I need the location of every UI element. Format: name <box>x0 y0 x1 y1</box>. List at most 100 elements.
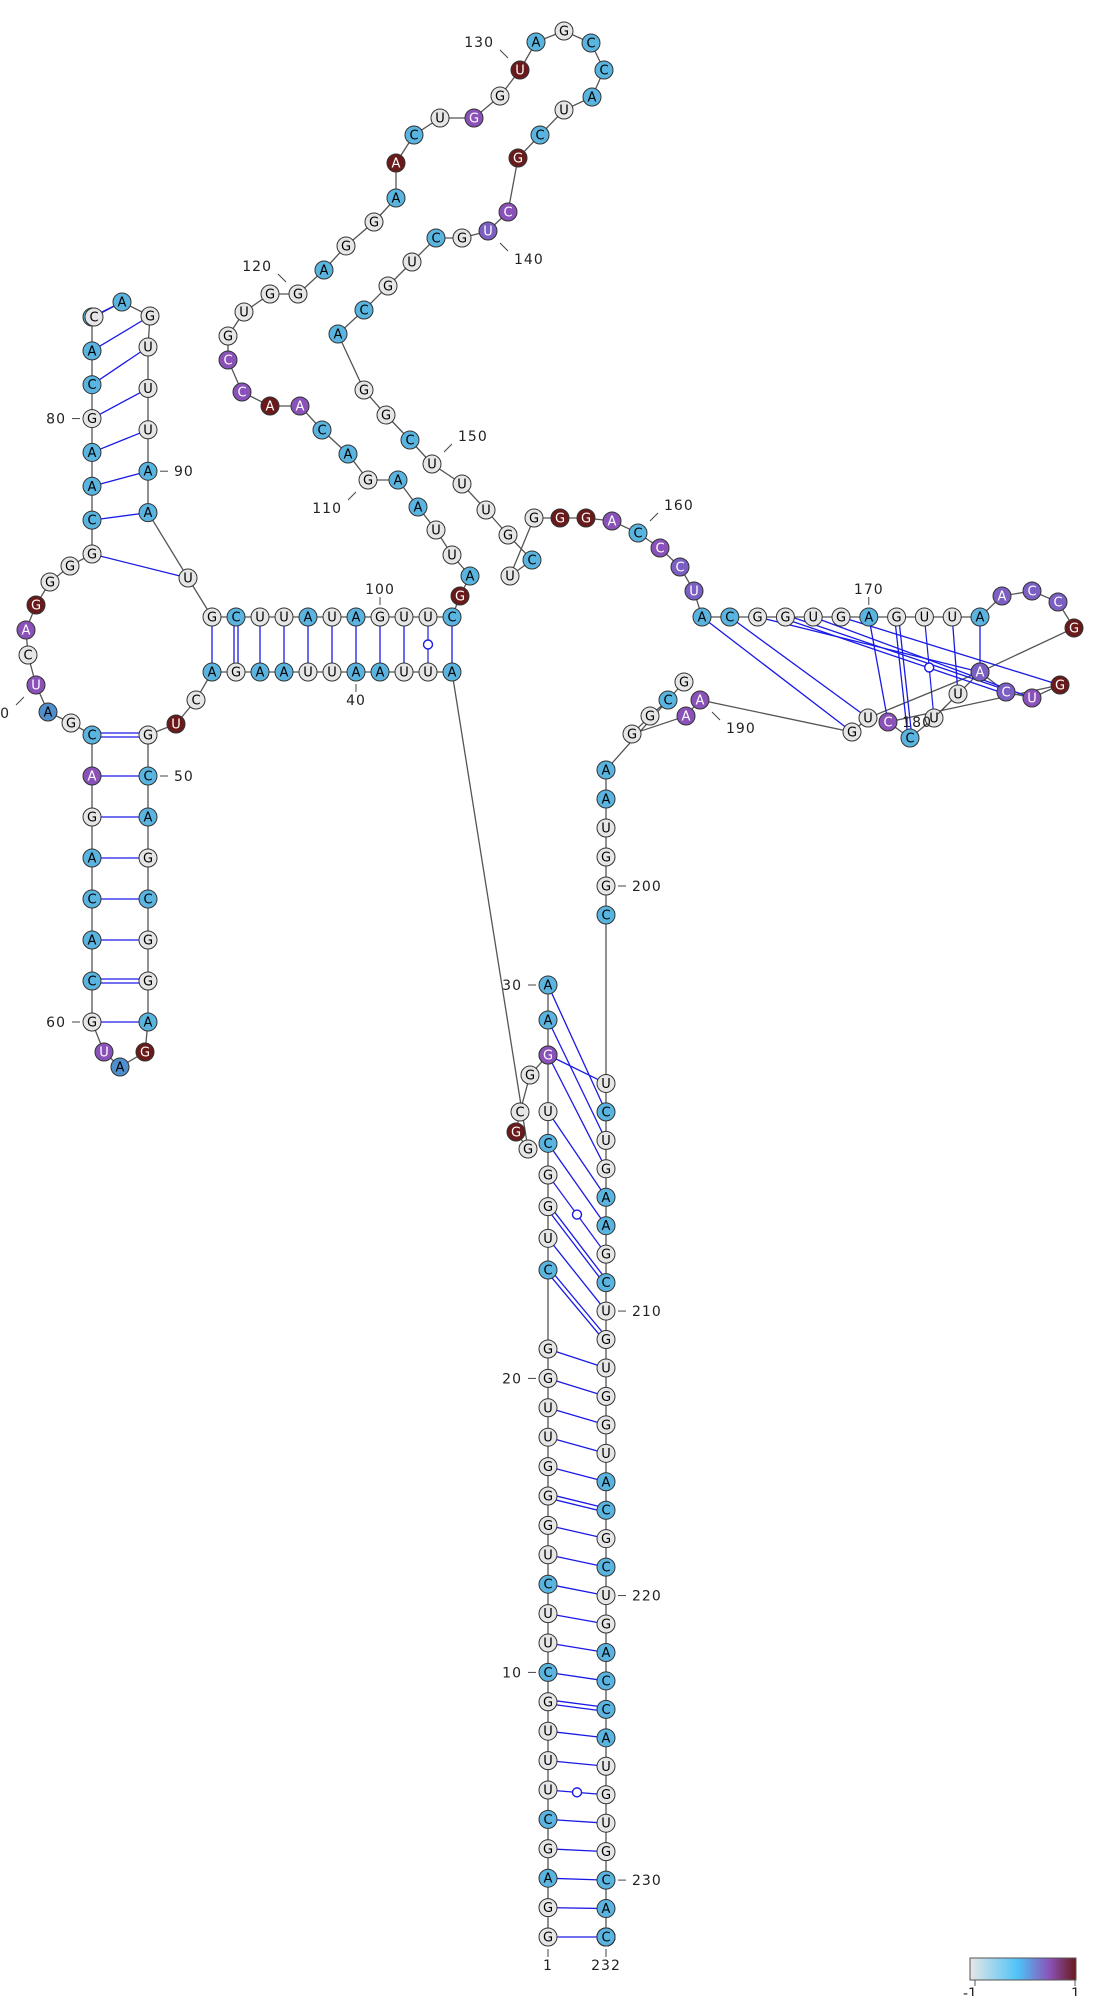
nucleotide-190: A <box>690 690 710 710</box>
nucleotide-letter: U <box>689 585 699 600</box>
nucleotide-circle <box>842 722 862 742</box>
au-pair-line <box>547 1877 607 1881</box>
nucleotide-circle <box>354 300 374 320</box>
au-pair-line <box>547 1348 607 1369</box>
nucleotide-letter: C <box>143 770 152 785</box>
nucleotide-169: G <box>831 607 851 627</box>
nucleotide-circle <box>394 662 414 682</box>
nucleotide-letter: G <box>383 280 393 295</box>
nucleotide-circle <box>500 566 520 586</box>
nucleotide-letter: A <box>352 611 361 626</box>
nucleotide-letter: C <box>601 1561 610 1576</box>
nucleotide-letter: U <box>543 1232 553 1247</box>
nucleotide-circle <box>596 847 616 867</box>
nucleotide-letter: G <box>341 240 351 255</box>
nucleotide-circle <box>430 108 450 128</box>
nucleotide-letter: A <box>88 480 97 495</box>
nucleotide-letter: A <box>304 611 313 626</box>
position-label-1: 1 <box>543 1958 553 1974</box>
nucleotide-letter: A <box>976 666 985 681</box>
nucleotide-letter: C <box>663 694 672 709</box>
nucleotide-circle <box>538 1633 558 1653</box>
nucleotide-circle <box>442 545 462 565</box>
nucleotide-circle <box>596 1472 616 1492</box>
nucleotide-letter: A <box>144 465 153 480</box>
nucleotide-letter: U <box>423 611 433 626</box>
nucleotide-12: U <box>538 1604 558 1624</box>
nucleotide-letter: C <box>409 129 418 144</box>
nucleotide-33: C <box>510 1102 530 1122</box>
nucleotide-letter: G <box>143 729 153 744</box>
nucleotide-circle <box>110 1057 130 1077</box>
nucleotide-letter: U <box>327 666 337 681</box>
nucleotide-letter: C <box>543 1578 552 1593</box>
au-pair-line <box>701 616 853 733</box>
au-pair-line <box>547 1019 607 1141</box>
nucleotide-circle <box>520 1065 540 1085</box>
nucleotide-letter: U <box>920 611 930 626</box>
nucleotide-circle <box>298 607 318 627</box>
nucleotide-47: C <box>186 690 206 710</box>
nucleotide-27: U <box>538 1102 558 1122</box>
nucleotide-letter: C <box>87 975 96 990</box>
nucleotide-letter: U <box>143 341 153 356</box>
nucleotide-90: A <box>138 461 158 481</box>
nucleotide-211: G <box>596 1330 616 1350</box>
nucleotide-letter: C <box>447 611 456 626</box>
nucleotide-circle <box>232 382 252 402</box>
nucleotide-circle <box>82 375 102 395</box>
nucleotide-86: G <box>140 306 160 326</box>
nucleotide-115: C <box>232 382 252 402</box>
nucleotide-letter: U <box>427 458 437 473</box>
nucleotide-117: G <box>218 326 238 346</box>
nucleotide-circle <box>218 350 238 370</box>
nucleotide-circle <box>596 1443 616 1463</box>
nucleotide-letter: C <box>655 542 664 557</box>
nucleotide-letter: G <box>780 611 790 626</box>
nucleotide-circle <box>596 1301 616 1321</box>
nucleotide-122: G <box>336 236 356 256</box>
au-pair-line <box>547 1054 607 1085</box>
position-tick <box>347 491 357 501</box>
nucleotide-70: U <box>26 675 46 695</box>
nucleotide-circle <box>138 503 158 523</box>
nucleotide-210: U <box>596 1301 616 1321</box>
nucleotide-letter: A <box>864 611 873 626</box>
nucleotide-circle <box>538 1574 558 1594</box>
nucleotide-letter: A <box>116 1061 125 1076</box>
nucleotide-letter: G <box>601 1845 611 1860</box>
nucleotide-182: C <box>900 728 920 748</box>
nucleotide-letter: A <box>976 611 985 626</box>
position-tick <box>499 242 509 252</box>
nucleotide-213: G <box>596 1386 616 1406</box>
nucleotide-circle <box>322 607 342 627</box>
nucleotide-15: G <box>538 1515 558 1535</box>
nucleotide-196: A <box>596 760 616 780</box>
nucleotide-circle <box>518 1139 538 1159</box>
nucleotide-circle <box>538 1780 558 1800</box>
nucleotide-letter: U <box>99 1046 109 1061</box>
nucleotide-circle <box>376 405 396 425</box>
nucleotide-letter: U <box>407 256 417 271</box>
nucleotide-222: A <box>596 1642 616 1662</box>
nucleotide-160: C <box>628 523 648 543</box>
nucleotide-circle <box>260 284 280 304</box>
nucleotide-circle <box>775 607 795 627</box>
nucleotide-circle <box>720 607 740 627</box>
nucleotide-circle <box>576 508 596 528</box>
nucleotide-174: A <box>970 607 990 627</box>
nucleotide-circle <box>538 1228 558 1248</box>
nucleotide-34: G <box>506 1122 526 1142</box>
nucleotide-circle <box>138 930 158 950</box>
nucleotide-letter: U <box>601 1817 611 1832</box>
nucleotide-letter: U <box>543 1754 553 1769</box>
nucleotide-letter: U <box>808 611 818 626</box>
nucleotide-circle <box>596 1500 616 1520</box>
nucleotide-187: A <box>970 662 990 682</box>
nucleotide-53: C <box>138 889 158 909</box>
nucleotide-letter: G <box>601 851 611 866</box>
nucleotide-circle <box>226 607 246 627</box>
nucleotide-circle <box>596 1614 616 1634</box>
au-pair-line <box>547 1848 607 1853</box>
nucleotide-circle <box>358 470 378 490</box>
